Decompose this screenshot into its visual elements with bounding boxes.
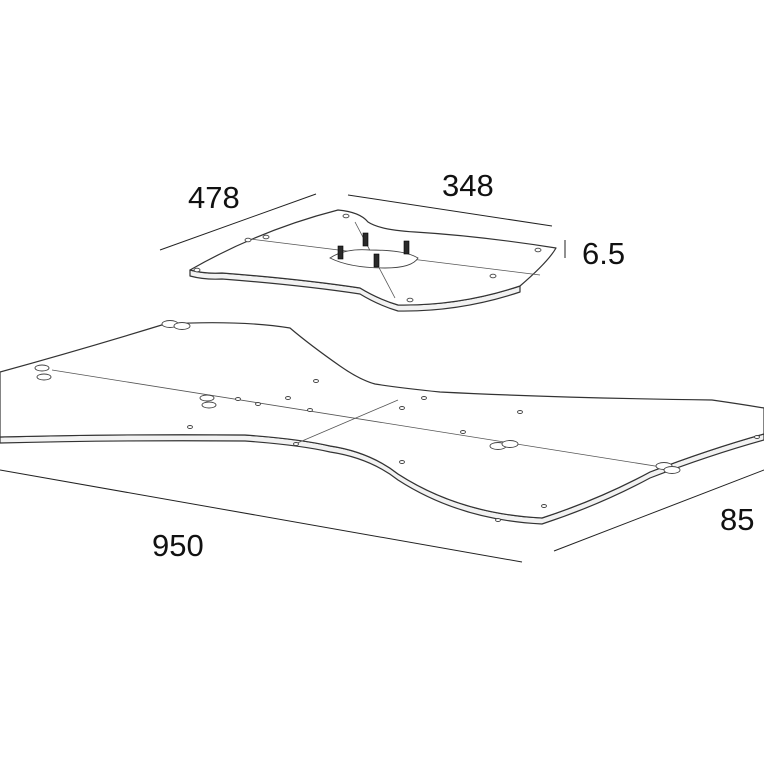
large-plate-hole <box>36 373 52 381</box>
large-plate-hole <box>255 402 261 406</box>
small-plate-hole <box>406 297 414 303</box>
dimension-line-348 <box>347 194 553 227</box>
large-plate-hole <box>293 442 299 446</box>
small-plate-hole <box>244 237 252 243</box>
small-plate-hole <box>262 234 270 240</box>
mounting-stud <box>373 253 380 268</box>
mounting-studs <box>337 232 410 268</box>
mounting-stud <box>403 240 410 255</box>
dimension-label-85: 85 <box>720 502 754 537</box>
large-plate-hole <box>201 401 217 409</box>
large-plate-hole <box>285 396 291 400</box>
large-plate-hole <box>495 518 501 522</box>
large-plate-hole <box>313 379 319 383</box>
large-plate-hole <box>501 440 519 448</box>
large-plate-hole <box>187 425 193 429</box>
large-plate-hole <box>663 466 681 474</box>
large-plate-top-face <box>0 322 764 519</box>
large-plate-hole <box>399 460 405 464</box>
large-plate-hole <box>541 504 547 508</box>
large-plate-hole <box>460 430 466 434</box>
small-plate-hole <box>342 213 350 219</box>
large-plate-hole <box>399 406 405 410</box>
large-plate-hole <box>307 408 313 412</box>
small-plate-hole <box>193 267 201 273</box>
mounting-stud <box>337 245 344 260</box>
large-base-plate <box>0 320 764 525</box>
dimension-label-348: 348 <box>442 168 494 203</box>
dimension-line-85 <box>553 469 764 552</box>
small-plate-hole <box>489 273 497 279</box>
large-plate-hole <box>754 435 760 439</box>
small-mounting-plate <box>189 209 557 312</box>
large-plate-hole <box>34 364 50 372</box>
dimension-label-478: 478 <box>188 180 240 215</box>
large-plate-seam-short <box>294 399 399 445</box>
dimension-label-6-5: 6.5 <box>582 236 625 271</box>
dimension-line-950 <box>0 469 523 563</box>
dimension-line-478 <box>159 193 317 251</box>
large-plate-hole <box>421 396 427 400</box>
large-plate-hole <box>173 322 191 330</box>
mounting-stud <box>362 232 369 247</box>
large-plate-hole <box>199 394 215 402</box>
large-plate-seam-long <box>51 369 681 471</box>
large-plate-hole <box>235 397 241 401</box>
dimension-label-950: 950 <box>152 528 204 563</box>
small-plate-hole <box>534 247 542 253</box>
large-plate-hole <box>517 410 523 414</box>
large-plate-holes <box>34 320 760 522</box>
